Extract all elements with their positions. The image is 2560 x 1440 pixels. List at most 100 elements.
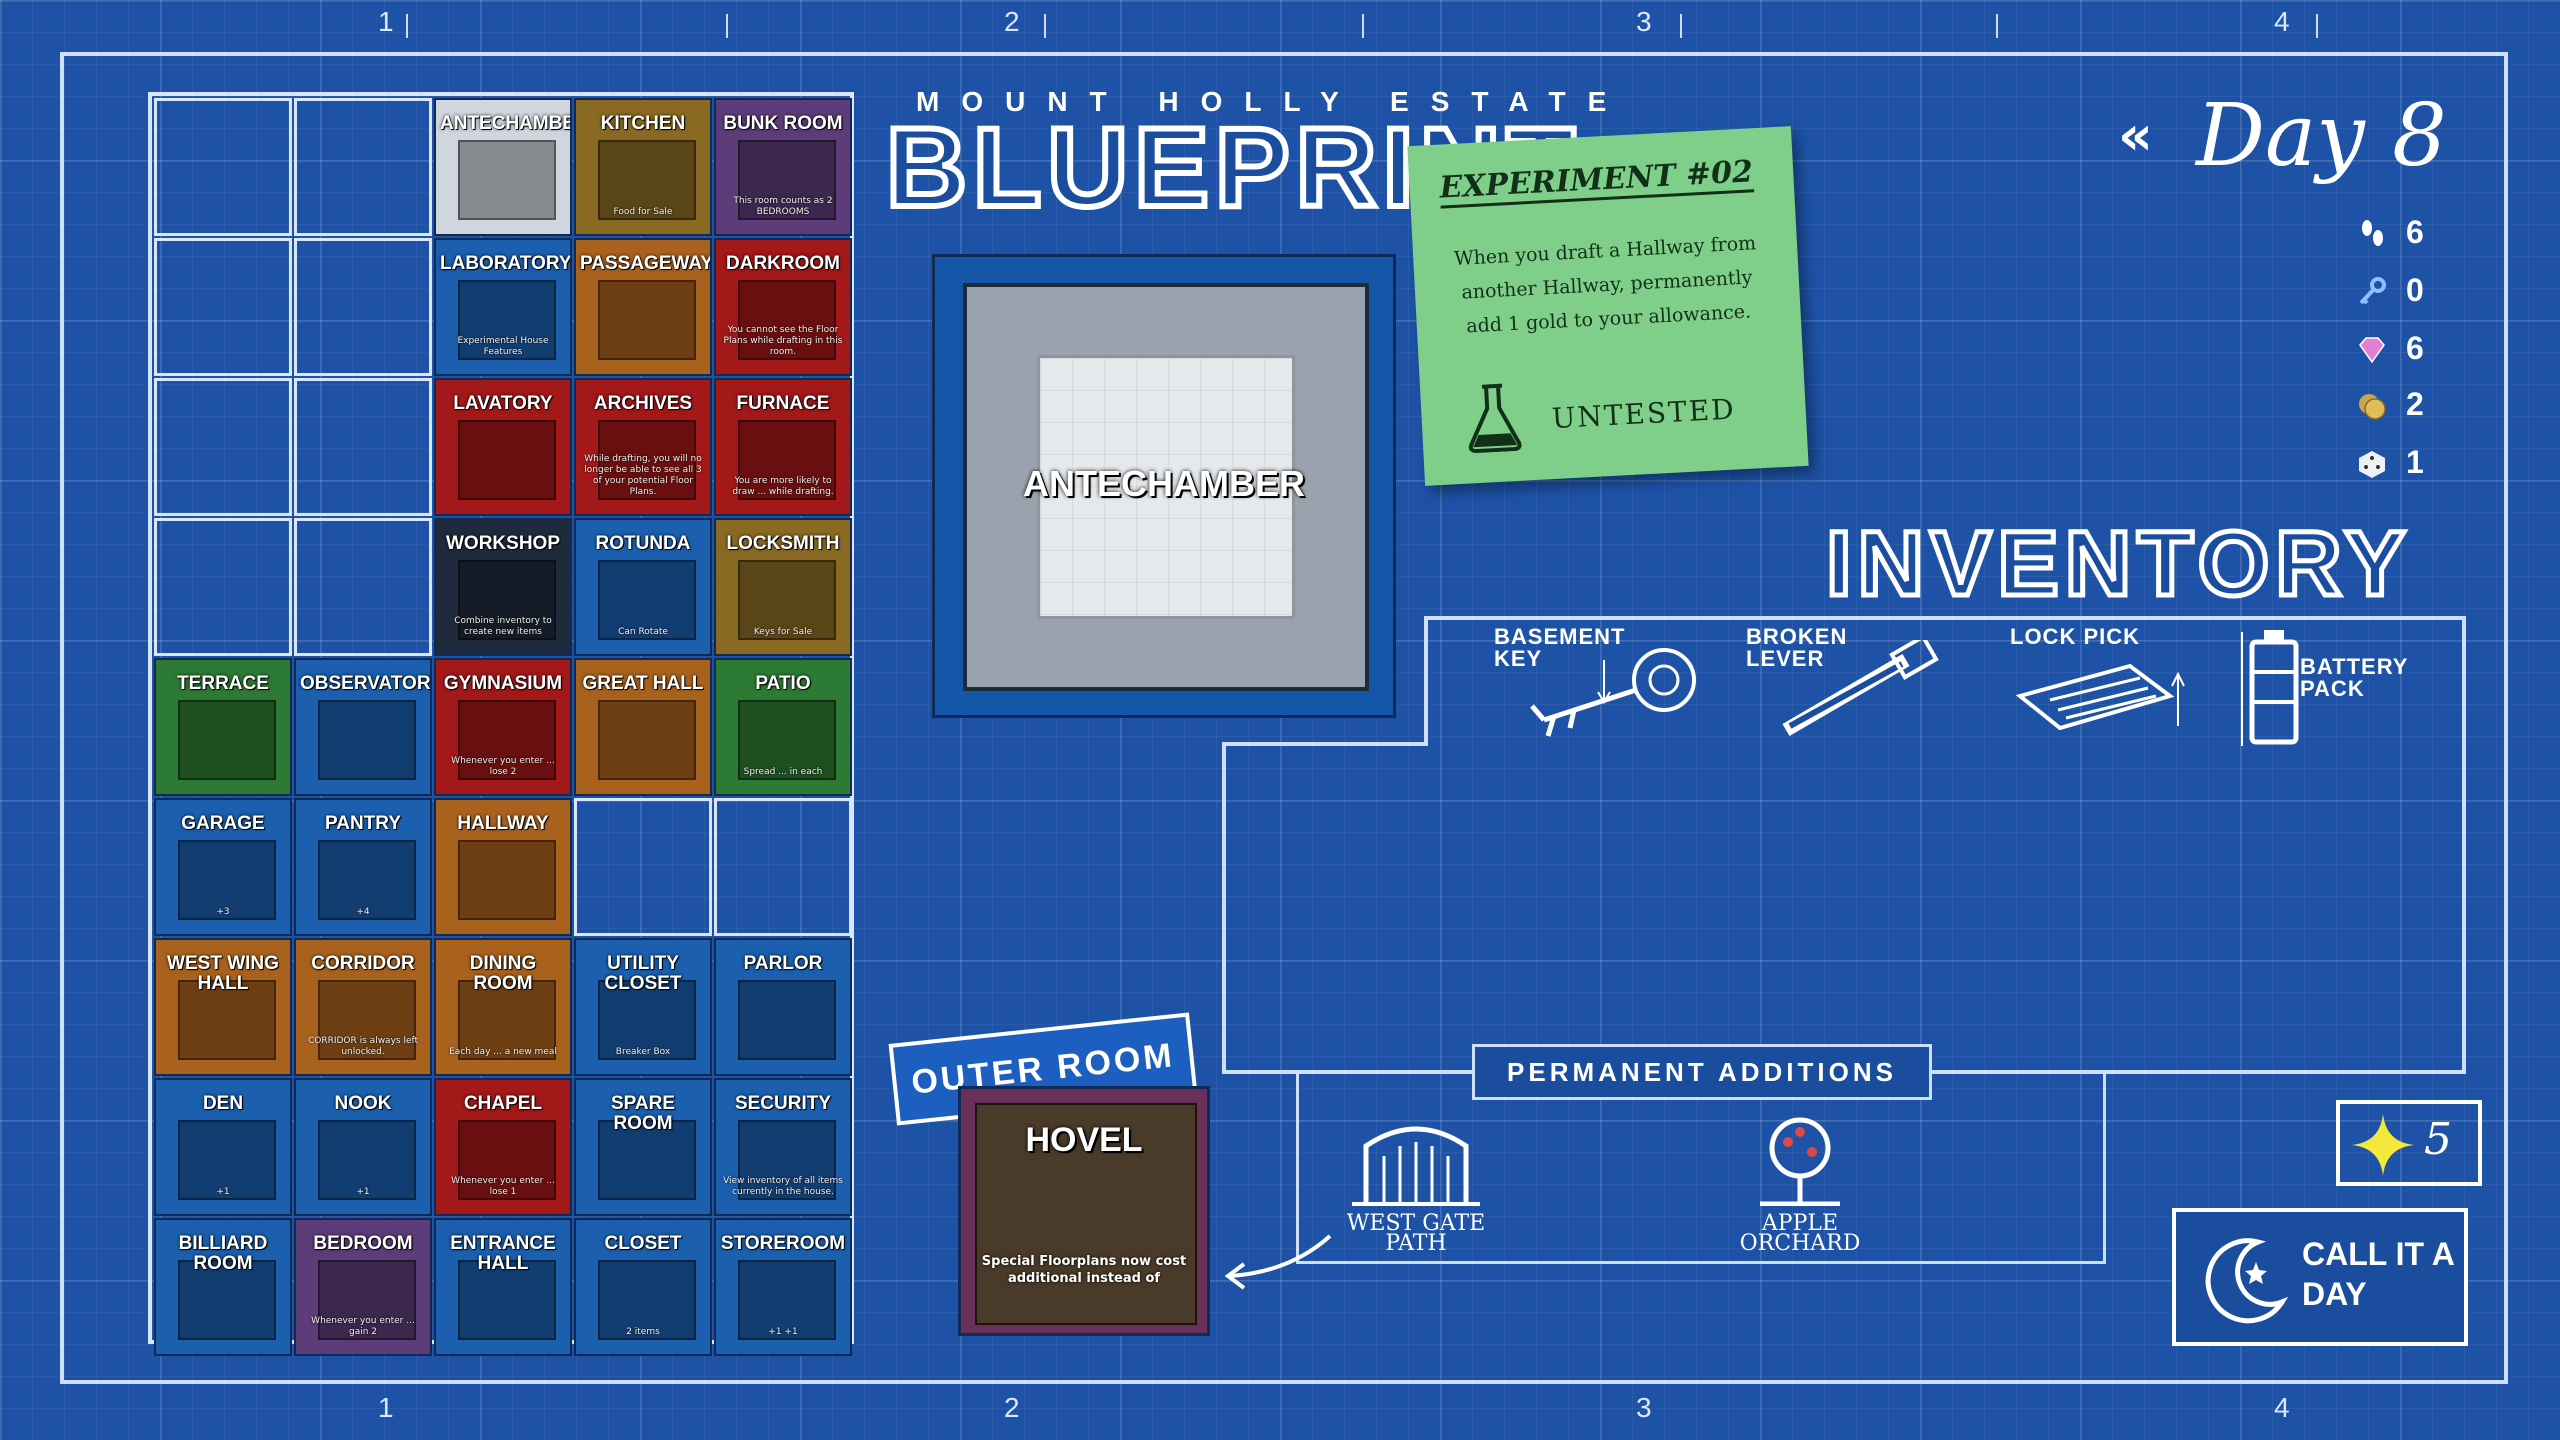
inventory-item-battery-pack[interactable]: BATTERY PACK <box>2236 626 2456 746</box>
empty-grid-slot[interactable] <box>294 98 432 236</box>
flask-icon <box>1468 383 1522 454</box>
resource-steps: 6 <box>2356 214 2486 254</box>
inventory-item-lock-pick[interactable]: LOCK PICK <box>2010 626 2230 746</box>
ruler-top-3: 3 <box>1636 6 1652 37</box>
selected-room-floor <box>1037 355 1295 619</box>
note-status: UNTESTED <box>1550 392 1737 436</box>
gem-icon <box>2359 337 2385 364</box>
hovel-floor <box>975 1103 1197 1325</box>
previous-day-button[interactable]: « <box>2118 104 2153 167</box>
call-it-a-day-label: CALL IT A DAY <box>2302 1236 2454 1312</box>
room-name: GARAGE <box>181 813 265 834</box>
room-description: +1 +1 <box>768 1327 798 1337</box>
outer-room-hovel[interactable]: HOVEL Special Floorplans now cost additi… <box>958 1086 1210 1336</box>
room-tile-parlor[interactable]: PARLOR <box>714 938 852 1076</box>
ruler-tick <box>1362 14 1364 38</box>
ruler-top-4: 4 <box>2274 6 2290 37</box>
room-tile-spare-room[interactable]: SPARE ROOM <box>574 1078 712 1216</box>
room-tile-antechamber[interactable]: ANTECHAMBER <box>434 98 572 236</box>
room-name: HALLWAY <box>457 813 549 834</box>
room-tile-pantry[interactable]: PANTRY+4 <box>294 798 432 936</box>
room-name: LOCKSMITH <box>726 533 840 554</box>
room-description: 2 items <box>626 1327 660 1337</box>
room-tile-garage[interactable]: GARAGE+3 <box>154 798 292 936</box>
room-tile-great-hall[interactable]: GREAT HALL <box>574 658 712 796</box>
ruler-bottom-3: 3 <box>1636 1392 1652 1423</box>
outer-room-name: HOVEL <box>1025 1121 1143 1159</box>
room-description: Food for Sale <box>613 207 673 217</box>
empty-grid-slot[interactable] <box>294 378 432 516</box>
selected-room-preview[interactable]: ANTECHAMBER <box>932 254 1396 718</box>
room-name: BUNK ROOM <box>723 113 843 134</box>
empty-grid-slot[interactable] <box>294 518 432 656</box>
room-name: SECURITY <box>734 1093 832 1114</box>
item-label: WEST GATE PATH <box>1346 1211 1486 1256</box>
room-floor <box>318 840 416 920</box>
room-floor <box>458 1260 556 1340</box>
room-tile-nook[interactable]: NOOK+1 <box>294 1078 432 1216</box>
lock-pick-icon <box>2015 663 2185 731</box>
call-it-a-day-button[interactable]: CALL IT A DAY <box>2172 1208 2468 1346</box>
empty-grid-slot[interactable] <box>154 378 292 516</box>
empty-grid-slot[interactable] <box>154 98 292 236</box>
room-description: Keys for Sale <box>753 627 813 637</box>
room-tile-lavatory[interactable]: LAVATORY <box>434 378 572 516</box>
room-floor <box>458 280 556 360</box>
permanent-item-apple-orchard[interactable]: APPLE ORCHARD <box>1710 1116 1890 1255</box>
room-floor <box>598 700 696 780</box>
room-floor <box>738 980 836 1060</box>
room-description: Each day ... a new meal <box>449 1047 557 1057</box>
inventory-item-basement-key[interactable]: BASEMENT KEY <box>1494 626 1714 746</box>
room-name: LABORATORY <box>440 253 572 274</box>
broken-lever-icon <box>1782 640 1939 737</box>
empty-grid-slot[interactable] <box>574 798 712 936</box>
room-floor <box>598 560 696 640</box>
empty-grid-slot[interactable] <box>714 798 852 936</box>
empty-grid-slot[interactable] <box>154 238 292 376</box>
inventory-item-broken-lever[interactable]: BROKEN LEVER <box>1746 626 1966 746</box>
room-tile-billiard-room[interactable]: BILLIARD ROOM <box>154 1218 292 1356</box>
room-description: Experimental House Features <box>457 336 549 357</box>
room-tile-storeroom[interactable]: STOREROOM+1 +1 <box>714 1218 852 1356</box>
empty-grid-slot[interactable] <box>294 238 432 376</box>
room-floor <box>738 280 836 360</box>
room-tile-locksmith[interactable]: LOCKSMITH Keys for Sale <box>714 518 852 656</box>
room-description: While drafting, you will no longer be ab… <box>584 454 702 497</box>
room-tile-passageway[interactable]: PASSAGEWAY <box>574 238 712 376</box>
item-label: BASEMENT KEY <box>1494 624 1626 671</box>
room-name: CORRIDOR <box>311 953 415 974</box>
item-label: BATTERY PACK <box>2300 654 2409 701</box>
room-name: GREAT HALL <box>582 673 704 694</box>
room-name: ANTECHAMBER <box>440 113 570 134</box>
room-floor <box>458 140 556 220</box>
room-tile-observatory[interactable]: OBSERVATORY <box>294 658 432 796</box>
room-tile-entrance-hall[interactable]: ENTRANCE HALL <box>434 1218 572 1356</box>
inventory-title: INVENTORY <box>1824 511 2412 618</box>
room-tile-hallway[interactable]: HALLWAY <box>434 798 572 936</box>
experiment-note[interactable]: EXPERIMENT #02 When you draft a Hallway … <box>1407 126 1809 486</box>
room-tile-laboratory[interactable]: LABORATORY Experimental House Features <box>434 238 572 376</box>
room-name: BEDROOM <box>313 1233 413 1254</box>
empty-grid-slot[interactable] <box>154 518 292 656</box>
room-tile-west-wing-hall[interactable]: WEST WING HALL <box>154 938 292 1076</box>
room-tile-den[interactable]: DEN+1 <box>154 1078 292 1216</box>
permanent-item-west-gate-path[interactable]: WEST GATE PATH <box>1326 1116 1506 1256</box>
room-tile-terrace[interactable]: TERRACE <box>154 658 292 796</box>
gate-icon <box>1352 1126 1480 1206</box>
